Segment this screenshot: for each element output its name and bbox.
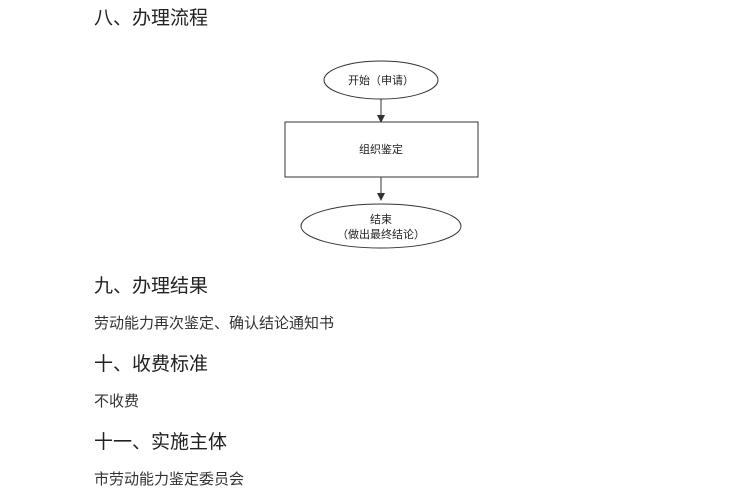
flow-end-node (300, 203, 462, 249)
section-text-result: 劳动能力再次鉴定、确认结论通知书 (94, 314, 335, 332)
flow-step-node (284, 121, 479, 178)
flow-end-label-line2: （做出最终结论） (337, 227, 425, 241)
process-flowchart: 开始（申请） 组织鉴定 结束 （做出最终结论） (284, 60, 479, 249)
section-text-fee: 不收费 (94, 392, 140, 410)
flow-end-label-line1: 结束 (370, 213, 392, 226)
section-text-subject: 市劳动能力鉴定委员会 (94, 470, 245, 488)
flow-step-label: 组织鉴定 (359, 142, 403, 156)
flow-start-label: 开始（申请） (348, 73, 414, 87)
section-heading-fee: 十、收费标准 (94, 353, 209, 375)
section-heading-process: 八、办理流程 (94, 7, 209, 29)
section-heading-subject: 十一、实施主体 (94, 431, 228, 453)
section-heading-result: 九、办理结果 (94, 275, 209, 297)
